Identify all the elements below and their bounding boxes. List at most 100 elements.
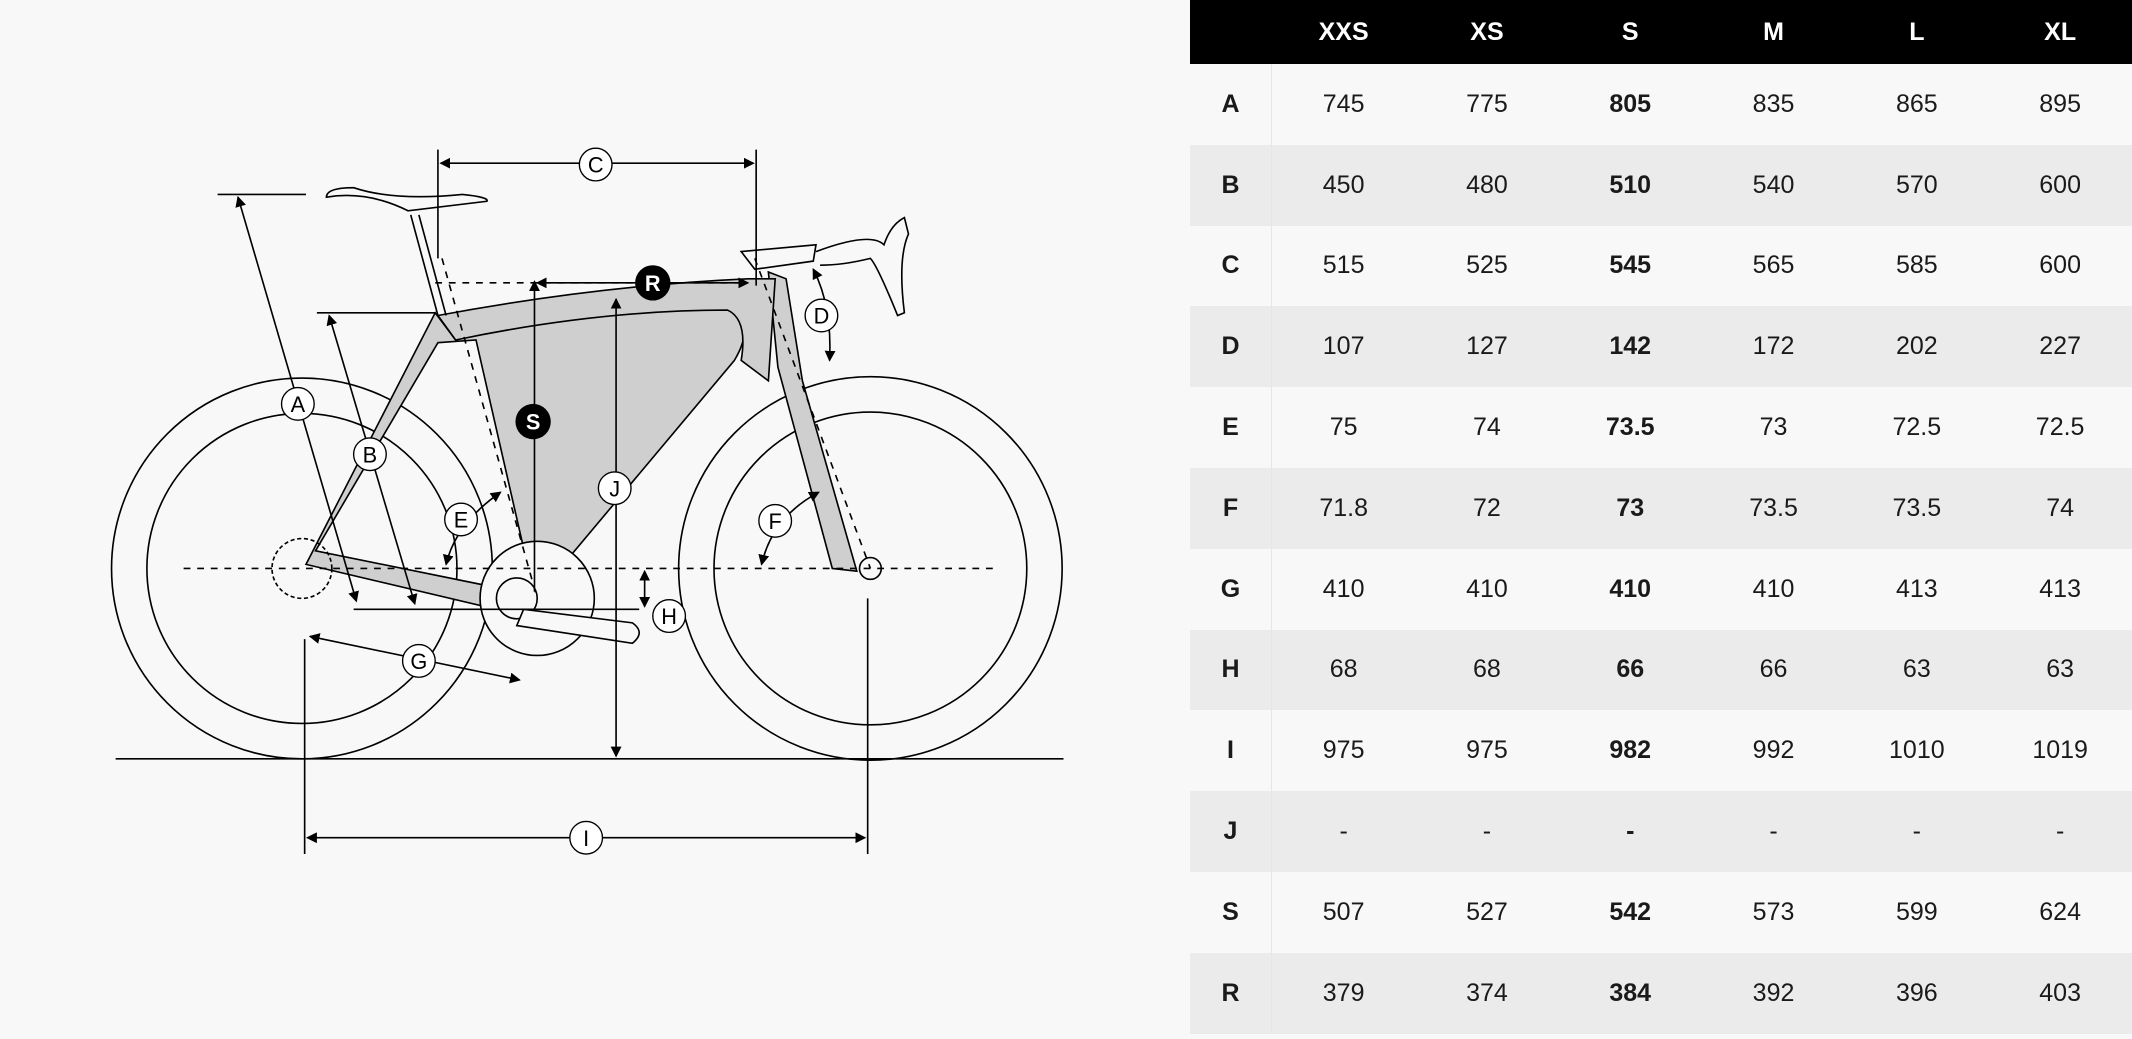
table-cell: 396 bbox=[1895, 978, 1938, 1007]
bike-geometry-diagram: A B C D E F G H I J R S bbox=[110, 147, 1064, 855]
table-cell: 107 bbox=[1322, 332, 1365, 361]
table-cell: 74 bbox=[1473, 413, 1501, 442]
svg-text:H: H bbox=[661, 604, 677, 629]
svg-text:E: E bbox=[454, 508, 469, 533]
table-cell: 865 bbox=[1895, 89, 1938, 118]
svg-text:I: I bbox=[583, 826, 589, 851]
svg-text:A: A bbox=[291, 392, 306, 417]
table-cell: 599 bbox=[1895, 897, 1938, 926]
table-cell: 527 bbox=[1466, 897, 1508, 926]
table-cell: 75 bbox=[1329, 413, 1358, 442]
table-cell: 410 bbox=[1322, 574, 1365, 603]
row-label: F bbox=[1190, 467, 1272, 549]
row-label: E bbox=[1190, 387, 1272, 468]
table-cell: 374 bbox=[1466, 978, 1508, 1007]
table-cell: - bbox=[1482, 817, 1492, 846]
table-cell: 68 bbox=[1329, 655, 1358, 684]
handlebar bbox=[739, 216, 910, 317]
table-cell: 72 bbox=[1473, 493, 1501, 522]
table-cell: 413 bbox=[1895, 574, 1938, 603]
label-r: R bbox=[635, 265, 671, 301]
table-cell: - bbox=[1339, 817, 1348, 846]
table-cell: 410 bbox=[1609, 574, 1652, 603]
row-label: R bbox=[1190, 952, 1272, 1034]
row-label: D bbox=[1190, 306, 1272, 388]
row-label: S bbox=[1190, 871, 1272, 953]
table-cell: 480 bbox=[1466, 170, 1508, 199]
table-cell: 982 bbox=[1609, 736, 1652, 765]
table-row: J------ bbox=[1190, 791, 2132, 872]
row-label: G bbox=[1190, 548, 1272, 630]
table-cell: 392 bbox=[1752, 978, 1795, 1007]
table-cell: 545 bbox=[1609, 251, 1652, 280]
svg-text:D: D bbox=[814, 304, 830, 329]
table-cell: 384 bbox=[1609, 978, 1652, 1007]
label-f: F bbox=[758, 503, 793, 538]
label-j: J bbox=[597, 471, 632, 506]
table-cell: 895 bbox=[2039, 89, 2081, 118]
size-header-row: XXS XS S M L XL bbox=[1190, 0, 2132, 64]
table-cell: 142 bbox=[1609, 332, 1652, 361]
table-cell: - bbox=[2055, 817, 2065, 846]
table-cell: 992 bbox=[1752, 736, 1795, 765]
row-label: H bbox=[1190, 629, 1272, 711]
table-cell: 624 bbox=[2039, 897, 2081, 926]
table-cell: 63 bbox=[1902, 655, 1931, 684]
table-cell: 570 bbox=[1895, 170, 1938, 199]
table-cell: - bbox=[1769, 817, 1778, 846]
table-cell: 450 bbox=[1322, 170, 1365, 199]
table-cell: 73.5 bbox=[1892, 493, 1942, 522]
label-b: B bbox=[352, 437, 387, 472]
table-cell: 73 bbox=[1616, 493, 1645, 522]
table-cell: 73.5 bbox=[1749, 493, 1798, 522]
row-label: A bbox=[1190, 64, 1272, 145]
crank-arm bbox=[515, 608, 641, 645]
table-cell: 975 bbox=[1466, 736, 1508, 765]
size-header: XS bbox=[1470, 17, 1504, 46]
table-cell: 745 bbox=[1322, 89, 1365, 118]
table-cell: 805 bbox=[1609, 89, 1652, 118]
svg-text:J: J bbox=[609, 476, 620, 501]
label-g: G bbox=[401, 643, 436, 678]
table-cell: 74 bbox=[2046, 493, 2075, 522]
table-cell: 573 bbox=[1752, 897, 1795, 926]
saddle bbox=[325, 186, 488, 212]
table-cell: 66 bbox=[1759, 655, 1788, 684]
table-cell: 410 bbox=[1752, 574, 1795, 603]
svg-text:F: F bbox=[769, 509, 782, 534]
label-c: C bbox=[578, 147, 613, 182]
top-tube bbox=[436, 277, 777, 383]
row-label: I bbox=[1190, 710, 1272, 792]
table-cell: 68 bbox=[1473, 655, 1501, 684]
table-cell: 775 bbox=[1466, 89, 1508, 118]
table-cell: - bbox=[1626, 817, 1635, 846]
svg-text:B: B bbox=[363, 442, 378, 467]
table-cell: 835 bbox=[1752, 89, 1795, 118]
table-cell: 403 bbox=[2039, 978, 2081, 1007]
table-cell: 1019 bbox=[2032, 736, 2088, 765]
table-cell: 585 bbox=[1895, 251, 1938, 280]
table-cell: 510 bbox=[1609, 170, 1652, 199]
table-cell: - bbox=[1912, 817, 1921, 846]
table-cell: 63 bbox=[2046, 655, 2075, 684]
table-cell: 975 bbox=[1322, 736, 1365, 765]
label-e: E bbox=[444, 502, 479, 537]
svg-text:R: R bbox=[645, 271, 661, 296]
table-cell: 202 bbox=[1895, 332, 1938, 361]
table-cell: 507 bbox=[1322, 897, 1365, 926]
table-cell: 540 bbox=[1752, 170, 1795, 199]
row-label: C bbox=[1190, 225, 1272, 307]
table-cell: 600 bbox=[2039, 251, 2081, 280]
table-cell: 72.5 bbox=[2035, 413, 2085, 442]
label-a: A bbox=[280, 386, 315, 421]
